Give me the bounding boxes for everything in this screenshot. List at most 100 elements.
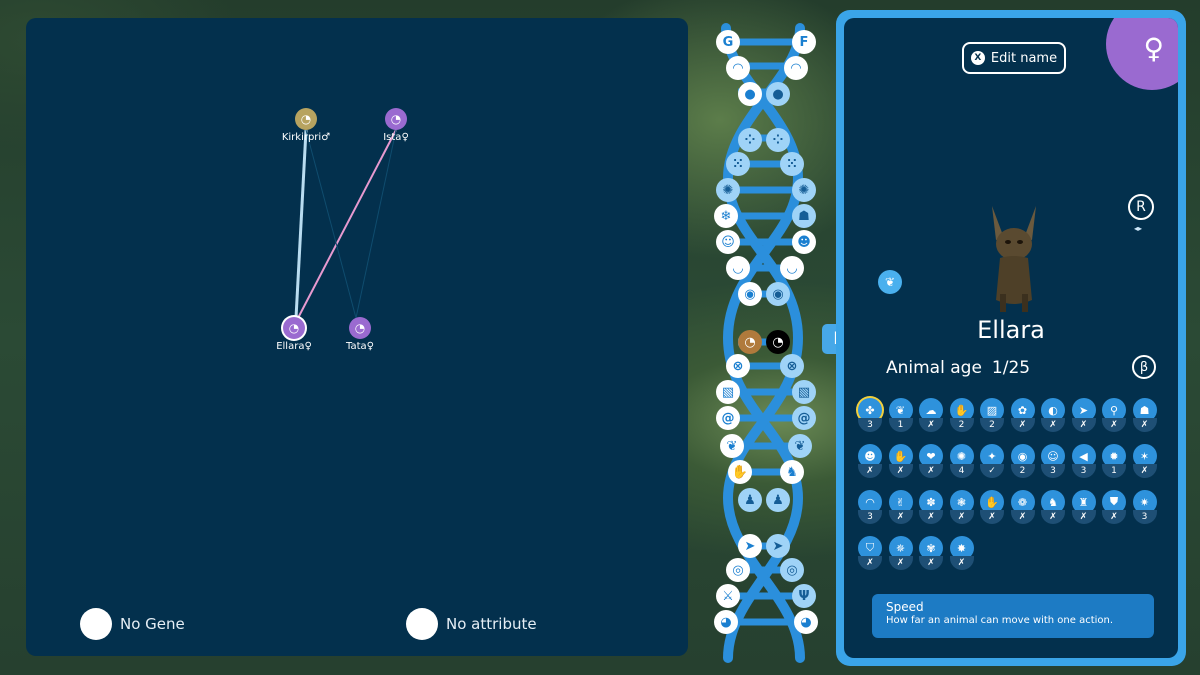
attribute-slot[interactable]: ✋✗: [888, 444, 913, 484]
pattern-icon[interactable]: ⁘: [766, 128, 790, 152]
weapons-icon[interactable]: ⚔: [716, 584, 740, 608]
attribute-slot[interactable]: ✶✗: [1132, 444, 1157, 484]
gene-f-icon[interactable]: F: [792, 30, 816, 54]
gene-bubble-icon[interactable]: ❦: [878, 270, 902, 294]
attribute-slot[interactable]: ✷3: [1132, 490, 1157, 530]
attribute-slot[interactable]: ❤✗: [919, 444, 943, 484]
tree-node-ellara[interactable]: ◔ Ellara♀: [264, 317, 324, 352]
horns-icon[interactable]: ◡: [726, 256, 750, 280]
swirl-icon[interactable]: @: [792, 406, 816, 430]
cat-face-icon[interactable]: ◔: [766, 330, 790, 354]
attribute-slot[interactable]: ❁✗: [1010, 490, 1035, 530]
attribute-value: ✗: [1102, 418, 1126, 432]
head-icon[interactable]: ◕: [794, 610, 818, 634]
stripe-icon[interactable]: ▧: [716, 380, 740, 404]
legend-attribute: No attribute: [406, 608, 537, 640]
attribute-value: ✗: [980, 510, 1004, 524]
cross-icon[interactable]: ⊗: [780, 354, 804, 378]
creature-icon[interactable]: ♟: [766, 488, 790, 512]
attribute-slot[interactable]: ✸✗: [949, 536, 974, 576]
attribute-slot[interactable]: ✺4: [949, 444, 974, 484]
attribute-slot[interactable]: ✋2: [949, 398, 974, 438]
attribute-value: 1: [888, 418, 913, 432]
attribute-value: ✗: [1071, 418, 1096, 432]
attribute-slot[interactable]: ☗✗: [1132, 398, 1157, 438]
attribute-slot[interactable]: ♞✗: [1041, 490, 1065, 530]
attribute-slot[interactable]: ◀3: [1071, 444, 1096, 484]
attribute-value: ✗: [1102, 510, 1126, 524]
snowflake-icon[interactable]: ❄: [714, 204, 738, 228]
attribute-slot[interactable]: ⚲✗: [1102, 398, 1126, 438]
drop-icon[interactable]: ●: [738, 82, 762, 106]
attribute-slot[interactable]: ✵✗: [888, 536, 913, 576]
creature-icon[interactable]: ♟: [738, 488, 762, 512]
stripe-icon[interactable]: ▧: [792, 380, 816, 404]
attribute-slot[interactable]: ☻✗: [858, 444, 882, 484]
beta-icon[interactable]: β: [1132, 355, 1156, 379]
tree-node-ista[interactable]: ◔ Ista♀: [366, 108, 426, 143]
attribute-slot[interactable]: ✾✗: [919, 536, 943, 576]
antlers-icon[interactable]: Ψ: [792, 584, 816, 608]
fish-icon[interactable]: ➤: [738, 534, 762, 558]
attribute-value: ✗: [1010, 510, 1035, 524]
mask-icon[interactable]: ☗: [792, 204, 816, 228]
attribute-slot[interactable]: ✋✗: [980, 490, 1004, 530]
spots-icon[interactable]: ⁙: [726, 152, 750, 176]
attribute-color-swatch: [406, 608, 438, 640]
creature-icon[interactable]: ♞: [780, 460, 804, 484]
sun-pattern-icon[interactable]: ✺: [792, 178, 816, 202]
edit-name-button[interactable]: X Edit name: [962, 42, 1066, 74]
sun-pattern-icon[interactable]: ✺: [716, 178, 740, 202]
spots-icon[interactable]: ⁙: [780, 152, 804, 176]
attribute-slot[interactable]: ✿✗: [1010, 398, 1035, 438]
attribute-slot[interactable]: ⛉✗: [858, 536, 882, 576]
link-kirkirpri-tata: [305, 129, 357, 319]
face-icon[interactable]: ☺: [716, 230, 740, 254]
eye-icon[interactable]: ◉: [738, 282, 762, 306]
attribute-slot[interactable]: ✽✗: [919, 490, 943, 530]
attribute-slot[interactable]: ◠3: [858, 490, 882, 530]
edit-name-label: Edit name: [990, 50, 1058, 66]
eye-icon[interactable]: ◉: [766, 282, 790, 306]
tree-node-tata[interactable]: ◔ Tata♀: [330, 317, 390, 352]
attribute-value: ✗: [1041, 510, 1065, 524]
pattern-icon[interactable]: ⁘: [738, 128, 762, 152]
fish-icon[interactable]: ➤: [766, 534, 790, 558]
bird-icon[interactable]: ❦: [788, 434, 812, 458]
attribute-slot[interactable]: ❦1: [888, 398, 913, 438]
node-name: Ellara: [276, 341, 305, 352]
drop-icon[interactable]: ●: [766, 82, 790, 106]
head-icon[interactable]: ◕: [714, 610, 738, 634]
swirl-icon[interactable]: @: [716, 406, 740, 430]
attribute-value: ✗: [858, 464, 882, 478]
bird-icon[interactable]: ❦: [720, 434, 744, 458]
cat-face-icon[interactable]: ◔: [738, 330, 762, 354]
r-button[interactable]: R: [1128, 194, 1154, 220]
ear-icon[interactable]: ◠: [726, 56, 750, 80]
attribute-slot[interactable]: ⛊✗: [1102, 490, 1126, 530]
eye-shape-icon[interactable]: ◎: [726, 558, 750, 582]
attribute-slot[interactable]: ◐✗: [1041, 398, 1065, 438]
attribute-slot[interactable]: ❃✗: [949, 490, 974, 530]
horns-icon[interactable]: ◡: [780, 256, 804, 280]
cross-icon[interactable]: ⊗: [726, 354, 750, 378]
attribute-slot[interactable]: ▨2: [980, 398, 1004, 438]
attribute-slot[interactable]: ✹1: [1102, 444, 1126, 484]
eye-shape-icon[interactable]: ◎: [780, 558, 804, 582]
attribute-slot[interactable]: ✤3: [858, 398, 882, 438]
attribute-slot[interactable]: ✦✓: [980, 444, 1004, 484]
attribute-slot[interactable]: ♜✗: [1071, 490, 1096, 530]
paw-icon[interactable]: ✋: [728, 460, 752, 484]
gene-g-icon[interactable]: G: [716, 30, 740, 54]
tree-node-kirkirpri[interactable]: ◔ Kirkirpri♂: [276, 108, 336, 143]
attribute-slot[interactable]: ➤✗: [1071, 398, 1096, 438]
ear-icon[interactable]: ◠: [784, 56, 808, 80]
attribute-value: 1: [1102, 464, 1126, 478]
attribute-slot[interactable]: ◉2: [1010, 444, 1035, 484]
attribute-slot[interactable]: ☺3: [1041, 444, 1065, 484]
face-icon[interactable]: ☻: [792, 230, 816, 254]
attribute-slot[interactable]: ☁✗: [919, 398, 943, 438]
attribute-slot[interactable]: ✌✗: [888, 490, 913, 530]
attribute-value: 2: [949, 418, 974, 432]
